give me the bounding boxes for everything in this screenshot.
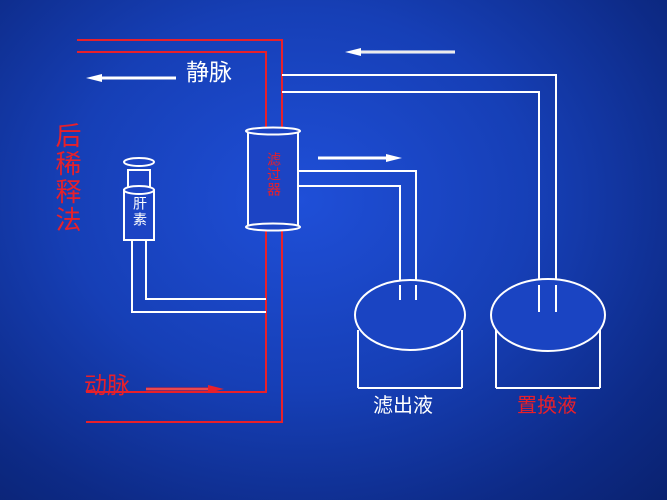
- replacement-container: [490, 278, 606, 389]
- heparin-tube-outer: [131, 240, 266, 313]
- arrow-filtrate-right: [318, 154, 402, 162]
- arrow-top-left: [345, 48, 455, 56]
- method-label: 后稀释法: [51, 122, 81, 234]
- replacement-tube-tip: [538, 285, 557, 312]
- filter-cylinder: [245, 126, 301, 232]
- filtrate-tube-inner: [298, 185, 401, 300]
- blood-line-inner: [77, 51, 267, 393]
- filter-label: 滤过器: [265, 152, 281, 197]
- filtrate-tube-outer: [298, 170, 417, 300]
- filtrate-container: [354, 279, 466, 389]
- artery-label: 动脉: [84, 373, 130, 399]
- blood-line-outer: [77, 39, 283, 423]
- filtrate-label: 滤出液: [373, 393, 433, 417]
- heparin-syringe: [123, 157, 155, 241]
- arrow-vein-left: [86, 74, 176, 82]
- replacement-tube-outer: [282, 74, 557, 312]
- replacement-tube-inner: [282, 91, 540, 312]
- arrow-artery-right: [146, 385, 224, 393]
- heparin-tube-inner: [145, 240, 266, 300]
- filtrate-tube-tip: [399, 285, 417, 300]
- replacement-label: 置换液: [517, 393, 577, 417]
- heparin-label: 肝素: [131, 196, 147, 228]
- vein-label: 静脉: [186, 60, 232, 86]
- flow-arrows: [86, 48, 455, 393]
